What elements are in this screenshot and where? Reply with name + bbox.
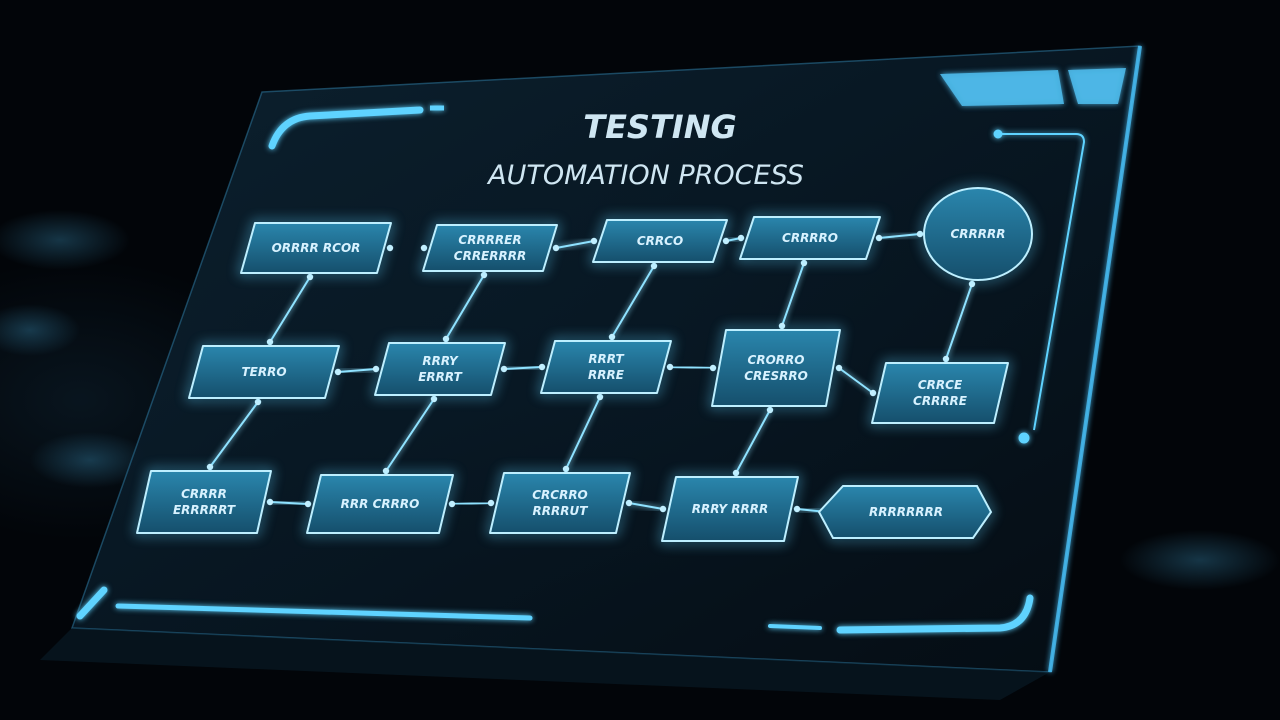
flow-node-label: ORRRR RCOR (272, 241, 361, 255)
flow-node-shape (306, 474, 454, 534)
flow-node-shape (422, 224, 558, 272)
flow-node: CRRRRR (921, 185, 1035, 283)
title-line-2: AUTOMATION PROCESS (486, 160, 804, 191)
connector-1-1-to-1-2 (386, 244, 428, 252)
flow-node-label: CRRRRR (950, 227, 1005, 241)
flow-node-label: RRRT (588, 352, 624, 366)
title-block: TESTING AUTOMATION PROCESS (486, 108, 804, 191)
flow-node-shape (136, 470, 272, 534)
flow-node-shape (240, 222, 392, 274)
flow-node: CRRCE CRRRRE (869, 360, 1011, 426)
flow-node-shape (489, 472, 631, 534)
flow-node: CRRRRO (737, 214, 883, 262)
flow-node-label: RRRRRRRR (869, 505, 943, 519)
flow-node: RRR CRRRO (304, 472, 456, 536)
connector-2-1-to-2-2 (334, 365, 380, 376)
flow-node: RRRY ERRRT (372, 340, 508, 398)
flow-node-shape (923, 187, 1033, 281)
flow-node-shape (374, 342, 506, 396)
flow-node-shape (592, 219, 728, 263)
flow-node: RRRY RRRR (659, 474, 801, 544)
flow-node-label: CRRERRRR (454, 249, 526, 263)
background-bokeh (0, 210, 1280, 590)
hud-decorations (76, 68, 1126, 634)
flow-node-shape (661, 476, 799, 542)
connector-3-3-to-3-4 (625, 499, 667, 513)
flow-node-label: TERRO (241, 365, 286, 379)
flow-node-label: ERRRT (418, 370, 462, 384)
flow-node-label: CRRRRO (782, 231, 838, 245)
flow-node-label: CRRRRE (913, 394, 968, 408)
flow-node: CRRRRER CRRERRRR (420, 222, 560, 274)
flow-node: ORRRR RCOR (238, 220, 394, 276)
flow-node-shape (871, 362, 1009, 424)
flow-node: RRRT RRRE (538, 338, 674, 396)
flow-node-label: RRRRUT (533, 504, 589, 518)
flow-node: CRRRR ERRRRRT (134, 468, 274, 536)
flow-node-shape (817, 485, 993, 539)
flow-node-label: CRRCO (637, 234, 683, 248)
flowchart-nodes: ORRRR RCOR CRRRRER CRRERRRR CRRCO CRRRRO CRRR… (134, 185, 1035, 544)
flow-node: CRRCO (590, 217, 730, 265)
flow-node-shape (540, 340, 672, 394)
connector-1-2-to-1-3 (552, 237, 598, 252)
flow-node-label: CRRRR (181, 487, 227, 501)
flow-node-label: CRRRRER (458, 233, 521, 247)
flow-node-label: CRCRRO (532, 488, 588, 502)
flow-node-label: CRESRRO (744, 369, 808, 383)
title-line-1: TESTING (583, 108, 737, 146)
flow-node-label: CRORRO (748, 353, 805, 367)
connector-3-2-to-3-3 (448, 499, 495, 508)
flow-connectors (206, 230, 976, 516)
flow-node: CRORRO CRESRRO (709, 327, 843, 409)
flow-node-shape (711, 329, 841, 407)
flow-node-label: RRRY (422, 354, 459, 368)
flow-node: TERRO (186, 343, 342, 401)
connector-3-1-to-3-2 (266, 498, 312, 508)
flow-node-shape (739, 216, 881, 260)
connector-1-3-to-1-4 (722, 234, 745, 245)
flow-node-shape (188, 345, 340, 399)
flow-node: CRCRRO RRRRUT (487, 470, 633, 536)
flow-node-label: RRR CRRRO (341, 497, 420, 511)
flow-node-label: CRRCE (918, 378, 963, 392)
connector-2-3-to-2-4 (666, 363, 717, 372)
flow-node-label: RRRE (588, 368, 625, 382)
connector-2-2-to-2-3 (500, 363, 546, 373)
connector-2-4-to-2-5 (835, 364, 877, 397)
flow-node: RRRRRRRR (815, 483, 995, 541)
flow-node-label: RRRY RRRR (692, 502, 768, 516)
flow-node-label: ERRRRRT (173, 503, 236, 517)
